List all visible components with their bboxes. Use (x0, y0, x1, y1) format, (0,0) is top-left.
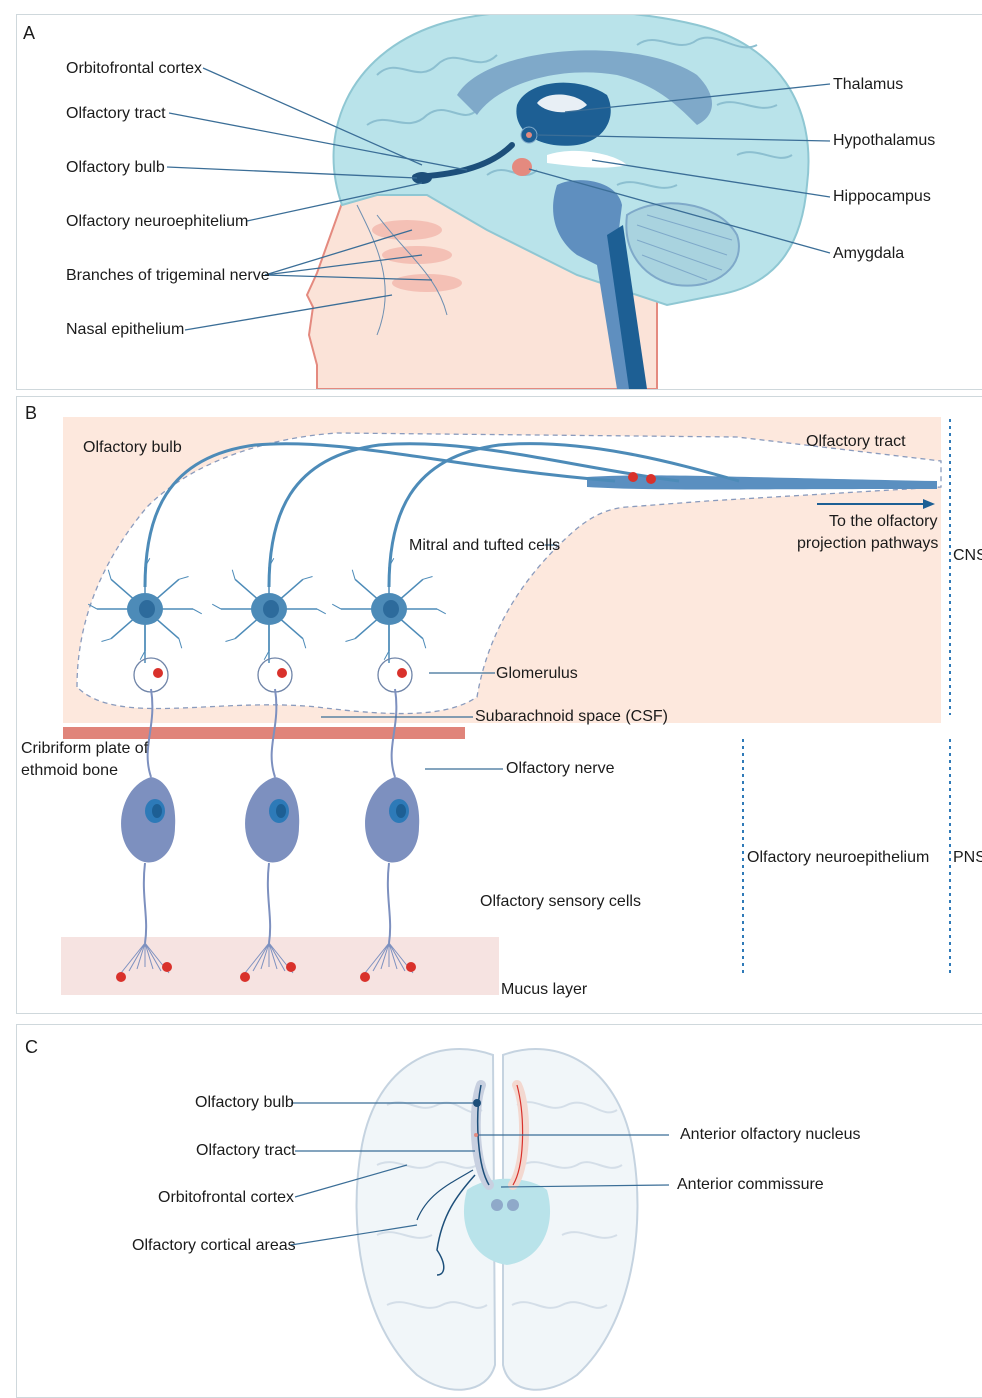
label-hypothalamus: Hypothalamus (833, 132, 935, 150)
label-subarachnoid: Subarachnoid space (CSF) (475, 708, 668, 726)
olfactory-bulb-dot (473, 1099, 481, 1107)
label-cribriform-line2: ethmoid bone (21, 762, 118, 780)
label-orbitofrontal-cortex: Orbitofrontal cortex (66, 60, 202, 78)
olfactory-pathway-diagram (17, 397, 982, 1013)
glomerulus-odorant (153, 668, 163, 678)
panel-b: B Olfactory bulb Olfactory tract To the … (16, 396, 982, 1014)
panel-c: C Olfactory bulb Olfactory tract Orbitof… (16, 1024, 982, 1398)
mitral-cell-nucleus (139, 600, 155, 618)
panel-c-letter: C (25, 1037, 38, 1058)
sensory-dendrite (268, 863, 270, 943)
label-olfactory-nerve: Olfactory nerve (506, 760, 614, 778)
sensory-cell-nucleolus (276, 804, 286, 818)
panel-a: A Orbitofrontal cortex Olfactory tract O… (16, 14, 982, 390)
label-projection-line2: projection pathways (797, 535, 938, 553)
label-c-orbitofrontal-cortex: Orbitofrontal cortex (158, 1189, 294, 1207)
cribriform-plate (63, 727, 465, 739)
label-amygdala: Amygdala (833, 245, 904, 263)
label-olfactory-tract: Olfactory tract (66, 105, 166, 123)
label-b-olfactory-tract: Olfactory tract (806, 433, 906, 451)
label-c-olfactory-cortical-areas: Olfactory cortical areas (132, 1237, 296, 1255)
label-mitral-tufted: Mitral and tufted cells (409, 537, 560, 555)
glomerulus-odorant (277, 668, 287, 678)
label-b-olfactory-bulb: Olfactory bulb (83, 439, 182, 457)
label-nasal-epithelium: Nasal epithelium (66, 321, 184, 339)
mitral-cell-nucleus (383, 600, 399, 618)
glomerulus-odorant (397, 668, 407, 678)
label-hippocampus: Hippocampus (833, 188, 931, 206)
mitral-cell-nucleus (263, 600, 279, 618)
amygdala-shape (512, 158, 532, 176)
odorant-molecule (162, 962, 172, 972)
label-sensory-cells: Olfactory sensory cells (480, 893, 641, 911)
label-c-olfactory-bulb: Olfactory bulb (195, 1094, 294, 1112)
label-c-anterior-olfactory-nucleus: Anterior olfactory nucleus (680, 1126, 861, 1144)
sensory-cell-body (121, 777, 175, 862)
odorant-molecule (116, 972, 126, 982)
label-projection-line1: To the olfactory (829, 513, 938, 531)
anterior-olfactory-nucleus-dot (474, 1133, 478, 1137)
label-pns: PNS (953, 849, 982, 867)
label-c-olfactory-tract: Olfactory tract (196, 1142, 296, 1160)
tract-odorant (646, 474, 656, 484)
label-cns: CNS (953, 547, 982, 565)
label-neuroepithelium: Olfactory neuroepithelium (747, 849, 929, 867)
label-c-anterior-commissure: Anterior commissure (677, 1176, 824, 1194)
sensory-cell-nucleolus (396, 804, 406, 818)
sensory-dendrite (144, 863, 146, 943)
sensory-cell-nucleolus (152, 804, 162, 818)
tract-odorant (628, 472, 638, 482)
sensory-cell-body (365, 777, 419, 862)
panel-b-letter: B (25, 403, 37, 424)
label-cribriform-line1: Cribriform plate of (21, 740, 148, 758)
sensory-cell-body (245, 777, 299, 862)
odorant-molecule (286, 962, 296, 972)
label-olfactory-bulb: Olfactory bulb (66, 159, 165, 177)
odorant-molecule (240, 972, 250, 982)
panel-a-letter: A (23, 23, 35, 44)
sensory-dendrite (388, 863, 390, 943)
label-glomerulus: Glomerulus (496, 665, 578, 683)
label-thalamus: Thalamus (833, 76, 903, 94)
label-mucus-layer: Mucus layer (501, 981, 587, 999)
odorant-molecule (360, 972, 370, 982)
label-branches-trigeminal: Branches of trigeminal nerve (66, 267, 270, 285)
label-olfactory-neuroephitelium: Olfactory neuroephitelium (66, 213, 248, 231)
odorant-molecule (406, 962, 416, 972)
brain-ventral-view (17, 1025, 982, 1397)
